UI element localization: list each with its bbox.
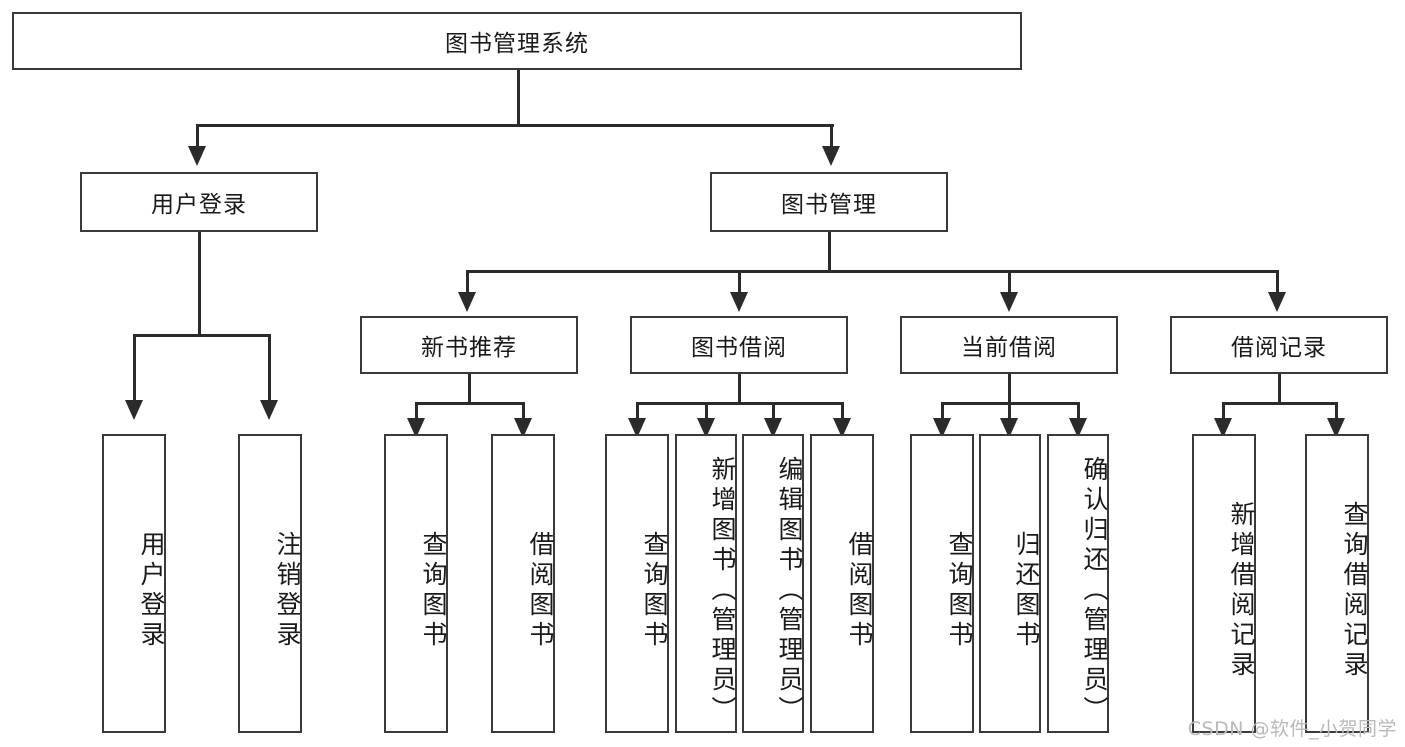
edge-book-management-bar <box>466 270 1278 273</box>
node-book-borrow[interactable]: 图书借阅 <box>630 316 848 374</box>
arrowhead-bb-leaf-4 <box>833 418 851 438</box>
edge-book-management-stem <box>828 232 831 272</box>
arrowhead-bb-leaf-2 <box>697 418 715 438</box>
node-label: 编辑图书（管理员） <box>775 455 804 726</box>
arrowhead-cb-leaf-2 <box>1000 418 1018 438</box>
node-label: 图书借阅 <box>691 335 787 361</box>
arrowhead-cb-leaf-1 <box>933 418 951 438</box>
node-root-book-management-system[interactable]: 图书管理系统 <box>12 12 1022 70</box>
edge-new-book-stem <box>468 374 471 404</box>
edge-cb-to-leaf-1 <box>941 402 944 420</box>
node-label: 借阅记录 <box>1231 335 1327 361</box>
leaf-user-login[interactable]: 用户登录 <box>102 434 166 733</box>
edge-bb-to-leaf-2 <box>705 402 708 420</box>
edge-book-borrow-stem <box>738 374 741 404</box>
arrowhead-current-borrow <box>1000 292 1018 312</box>
node-label: 注销登录 <box>273 530 302 651</box>
arrowhead-cb-leaf-3 <box>1069 418 1087 438</box>
edge-root-to-book-management <box>830 124 833 148</box>
edge-bm-to-book-borrow <box>738 270 741 294</box>
edge-user-login-to-leaf-1 <box>133 334 136 402</box>
node-label: 新增图书（管理员） <box>708 455 737 726</box>
edge-root-stem <box>517 70 520 125</box>
edge-bm-to-borrow-record <box>1276 270 1279 294</box>
node-label: 查询图书 <box>640 530 669 651</box>
node-label: 确认归还（管理员） <box>1080 455 1109 726</box>
edge-bb-to-leaf-4 <box>841 402 844 420</box>
edge-cb-to-leaf-2 <box>1008 402 1011 420</box>
edge-br-to-leaf-1 <box>1222 402 1225 420</box>
node-label: 归还图书 <box>1012 530 1041 651</box>
node-book-management[interactable]: 图书管理 <box>710 172 948 232</box>
arrowhead-leaf-logout <box>260 400 278 420</box>
edge-user-login-stem <box>198 232 201 336</box>
edge-new-book-bar <box>415 402 525 405</box>
leaf-borrow-book[interactable]: 借阅图书 <box>810 434 874 733</box>
edge-book-borrow-bar <box>636 402 844 405</box>
edge-br-to-leaf-2 <box>1335 402 1338 420</box>
node-user-login[interactable]: 用户登录 <box>80 172 318 232</box>
edge-borrow-record-stem <box>1278 374 1281 404</box>
node-current-borrow[interactable]: 当前借阅 <box>900 316 1118 374</box>
node-label: 图书管理系统 <box>445 31 589 57</box>
edge-root-to-user-login <box>196 124 199 148</box>
edge-bm-to-current-borrow <box>1008 270 1011 294</box>
leaf-query-book-current[interactable]: 查询图书 <box>910 434 974 733</box>
node-borrow-record[interactable]: 借阅记录 <box>1170 316 1388 374</box>
leaf-edit-book-admin[interactable]: 编辑图书（管理员） <box>742 434 804 733</box>
arrowhead-bb-leaf-3 <box>764 418 782 438</box>
edge-new-book-to-leaf-1 <box>415 402 418 420</box>
edge-new-book-to-leaf-2 <box>522 402 525 420</box>
leaf-add-borrow-record[interactable]: 新增借阅记录 <box>1192 434 1256 733</box>
node-label: 查询图书 <box>945 530 974 651</box>
edge-bb-to-leaf-1 <box>636 402 639 420</box>
node-label: 查询借阅记录 <box>1340 500 1369 681</box>
edge-bb-to-leaf-3 <box>772 402 775 420</box>
arrowhead-bb-leaf-1 <box>628 418 646 438</box>
node-label: 当前借阅 <box>961 335 1057 361</box>
edge-borrow-record-bar <box>1222 402 1338 405</box>
arrowhead-br-leaf-2 <box>1327 418 1345 438</box>
leaf-query-borrow-record[interactable]: 查询借阅记录 <box>1305 434 1369 733</box>
node-label: 借阅图书 <box>526 530 555 651</box>
arrowhead-book-borrow <box>730 292 748 312</box>
edge-user-login-to-leaf-2 <box>268 334 271 402</box>
leaf-borrow-book-recommend[interactable]: 借阅图书 <box>491 434 555 733</box>
arrowhead-nb-leaf-1 <box>407 418 425 438</box>
leaf-logout[interactable]: 注销登录 <box>238 434 302 733</box>
edge-bm-to-new-book <box>466 270 469 294</box>
node-label: 借阅图书 <box>845 530 874 651</box>
node-new-book-recommend[interactable]: 新书推荐 <box>360 316 578 374</box>
node-label: 新增借阅记录 <box>1227 500 1256 681</box>
arrowhead-br-leaf-1 <box>1214 418 1232 438</box>
edge-root-bar <box>196 124 834 127</box>
arrowhead-leaf-user-login <box>125 400 143 420</box>
node-label: 图书管理 <box>781 192 877 218</box>
edge-current-borrow-stem <box>1008 374 1011 404</box>
node-label: 用户登录 <box>151 192 247 218</box>
arrowhead-nb-leaf-2 <box>514 418 532 438</box>
leaf-confirm-return-admin[interactable]: 确认归还（管理员） <box>1047 434 1109 733</box>
node-label: 新书推荐 <box>421 335 517 361</box>
edge-cb-to-leaf-3 <box>1077 402 1080 420</box>
node-label: 用户登录 <box>137 530 166 651</box>
arrowhead-book-management <box>822 146 840 166</box>
arrowhead-borrow-record <box>1268 292 1286 312</box>
edge-user-login-bar <box>133 334 271 337</box>
leaf-query-book-borrow[interactable]: 查询图书 <box>605 434 669 733</box>
leaf-query-book-recommend[interactable]: 查询图书 <box>384 434 448 733</box>
arrowhead-user-login <box>188 146 206 166</box>
arrowhead-new-book-recommend <box>458 292 476 312</box>
csdn-watermark: CSDN @软件_小贺同学 <box>1187 718 1397 740</box>
leaf-return-book[interactable]: 归还图书 <box>979 434 1041 733</box>
node-label: 查询图书 <box>419 530 448 651</box>
leaf-add-book-admin[interactable]: 新增图书（管理员） <box>675 434 737 733</box>
